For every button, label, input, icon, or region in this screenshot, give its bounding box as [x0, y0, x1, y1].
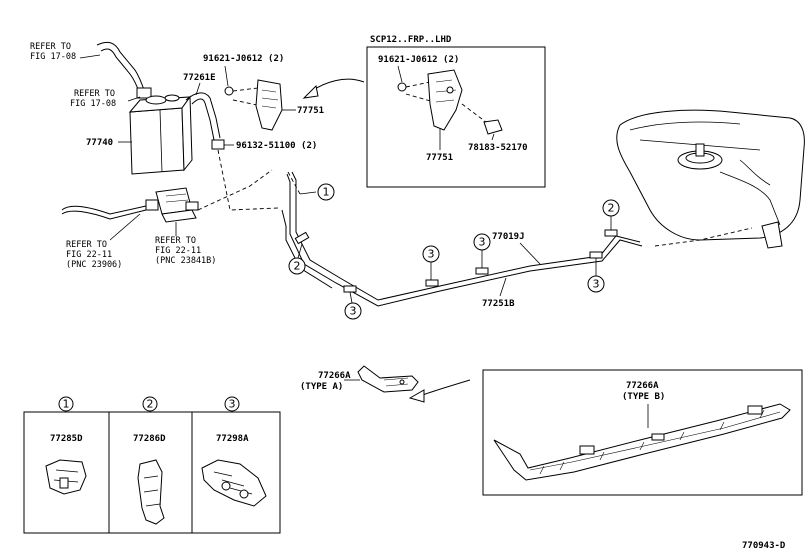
bracket-b-part-number: 77266A	[626, 381, 659, 391]
callout-markers: 1 2 2 3 3 3 3	[288, 183, 620, 320]
canister-group: REFER TO FIG 17-08 REFER TO FIG 17-08 77…	[30, 41, 324, 270]
inset-pointer-arrow	[309, 78, 365, 93]
svg-text:3: 3	[479, 236, 486, 249]
inset-bolt	[397, 82, 407, 92]
refer-fig17-08-b-line2: FIG 17-08	[70, 99, 116, 109]
callout-3-b	[422, 245, 440, 263]
vsv-hose-left	[61, 205, 147, 215]
clamp-2-part-number: 77286D	[133, 434, 166, 444]
main-tube-b	[286, 173, 643, 307]
tube-part-number: 77019J	[492, 232, 525, 242]
svg-text:1: 1	[63, 398, 70, 411]
tube-clamp	[294, 231, 310, 245]
hose-clamp	[136, 87, 152, 99]
svg-text:3: 3	[593, 278, 600, 291]
callout-3-c	[473, 233, 491, 251]
fuel-tank	[616, 109, 805, 249]
hose-part-number: 77261E	[183, 73, 216, 83]
svg-text:3: 3	[229, 398, 236, 411]
inset-lhd: SCP12..FRP..LHD 91621-J0612 (2) 77751 78…	[366, 35, 546, 188]
inset-grommet-part-number: 78183-52170	[468, 143, 528, 153]
callout-2-right	[602, 199, 620, 217]
vent-hose	[96, 41, 145, 91]
svg-text:3: 3	[428, 248, 435, 261]
inset-bracket	[427, 69, 463, 131]
refer-fig22-11-a-line3: (PNC 23906)	[66, 260, 122, 270]
clamp-1-part-number: 77285D	[50, 434, 83, 444]
canister-part-number: 77740	[86, 138, 113, 148]
clamp-3-part-number: 77298A	[216, 434, 249, 444]
clamp-1	[45, 459, 87, 495]
bracket	[255, 79, 283, 131]
callout-3-a	[344, 302, 362, 320]
tube-clamp	[425, 279, 439, 287]
clamp-2-marker	[142, 396, 158, 412]
svg-text:1: 1	[323, 186, 330, 199]
bolt-part-number: 91621-J0612 (2)	[203, 54, 284, 64]
tube-b-part-number: 77251B	[482, 299, 515, 309]
bracket-a-part-number: 77266A	[318, 371, 351, 381]
refer-fig22-11-b-line3: (PNC 23841B)	[155, 256, 216, 266]
fuel-tube: 77019J 77251B	[281, 171, 643, 309]
clamp-1-marker	[58, 396, 74, 412]
main-tube-a	[291, 171, 641, 301]
clip-bolt-part-number: 96132-51100 (2)	[236, 141, 317, 151]
type-b-pointer-arrow	[419, 379, 471, 397]
bracket-a-type: (TYPE A)	[300, 382, 343, 392]
hose-joint	[211, 139, 225, 150]
callout-1	[317, 183, 335, 201]
tube-clamp	[343, 285, 357, 293]
svg-text:3: 3	[350, 305, 357, 318]
bracket-b	[493, 403, 791, 481]
purge-hose	[185, 92, 221, 139]
bracket-part-number: 77751	[297, 106, 324, 116]
inset-grommet	[483, 119, 503, 135]
refer-fig17-08-a-line1: REFER TO	[30, 42, 71, 52]
refer-fig22-11-b-line1: REFER TO	[155, 236, 196, 246]
figure-id: 770943-D	[742, 541, 786, 551]
bolt	[224, 86, 234, 96]
refer-fig22-11-b-line2: FIG 22-11	[155, 246, 201, 256]
inset-bracket-part-number: 77751	[426, 153, 453, 163]
callout-3-d	[587, 275, 605, 293]
refer-fig22-11-a-line2: FIG 22-11	[66, 250, 112, 260]
charcoal-canister	[129, 107, 185, 175]
clamp-3-marker	[224, 396, 240, 412]
refer-fig22-11-a-line1: REFER TO	[66, 240, 107, 250]
inset-bolt-part-number: 91621-J0612 (2)	[378, 55, 459, 65]
tube-clamp	[475, 267, 489, 275]
svg-text:2: 2	[294, 260, 301, 273]
bracket-b-type: (TYPE B)	[622, 392, 665, 402]
svg-text:2: 2	[147, 398, 154, 411]
callout-2-left	[288, 257, 306, 275]
inset-frame	[366, 46, 546, 188]
refer-fig17-08-b-line1: REFER TO	[74, 89, 115, 99]
inset-title: SCP12..FRP..LHD	[370, 35, 452, 45]
svg-text:2: 2	[608, 202, 615, 215]
bracket-type-a: 77266A (TYPE A)	[300, 365, 419, 393]
tube-clamp	[589, 251, 603, 259]
clamp-legend: 1 77285D 2 77286D 3 77298A	[23, 396, 281, 534]
bracket-type-b-box: 77266A (TYPE B)	[482, 369, 803, 496]
tube-clamp	[604, 229, 618, 237]
refer-fig17-08-a-line2: FIG 17-08	[30, 52, 76, 62]
bracket-a	[357, 365, 419, 393]
